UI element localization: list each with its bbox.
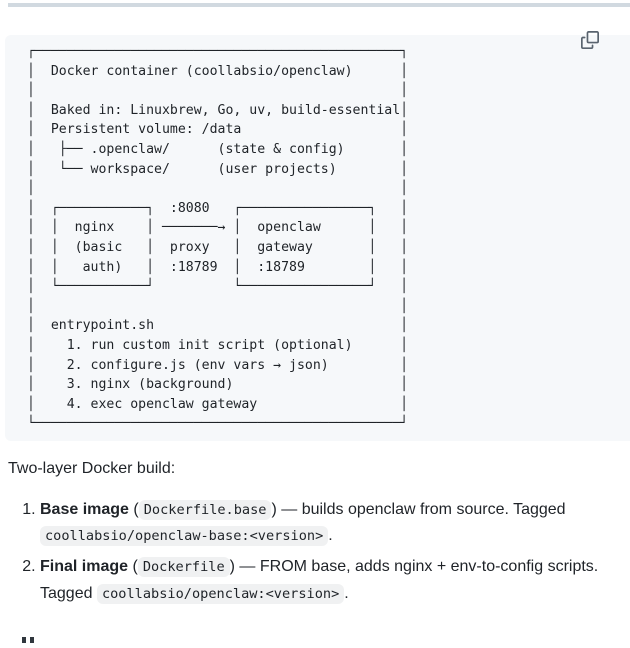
inline-code: coollabsio/openclaw:<version> bbox=[96, 583, 345, 604]
ascii-diagram: ┌───────────────────────────────────────… bbox=[27, 44, 409, 432]
clipped-text-fragment bbox=[22, 630, 38, 643]
ascii-pre: ┌───────────────────────────────────────… bbox=[5, 35, 630, 441]
inline-code: Dockerfile bbox=[137, 557, 230, 578]
list-item-text: ) — FROM base, adds nginx + env-to-confi… bbox=[40, 558, 599, 602]
copy-button[interactable] bbox=[581, 31, 599, 49]
build-steps-list: Base image (Dockerfile.base) — builds op… bbox=[8, 497, 630, 607]
list-item-base-image: Base image (Dockerfile.base) — builds op… bbox=[40, 497, 630, 550]
code-block: ┌───────────────────────────────────────… bbox=[5, 31, 630, 441]
list-item-final-image: Final image (Dockerfile) — FROM base, ad… bbox=[40, 554, 630, 607]
list-item-text: . bbox=[328, 527, 333, 545]
divider bbox=[8, 3, 630, 7]
intro-paragraph: Two-layer Docker build: bbox=[8, 459, 176, 477]
list-item-title: Final image bbox=[40, 558, 129, 576]
inline-code: Dockerfile.base bbox=[138, 499, 272, 520]
inline-code: coollabsio/openclaw-base:<version> bbox=[40, 526, 329, 547]
list-item-text: ( bbox=[128, 558, 138, 576]
copy-icon bbox=[581, 31, 599, 49]
list-item-text: . bbox=[344, 584, 349, 602]
list-item-text: ) — builds openclaw from source. Tagged bbox=[271, 500, 566, 518]
list-item-title: Base image bbox=[40, 500, 129, 518]
list-item-text: ( bbox=[128, 500, 139, 518]
